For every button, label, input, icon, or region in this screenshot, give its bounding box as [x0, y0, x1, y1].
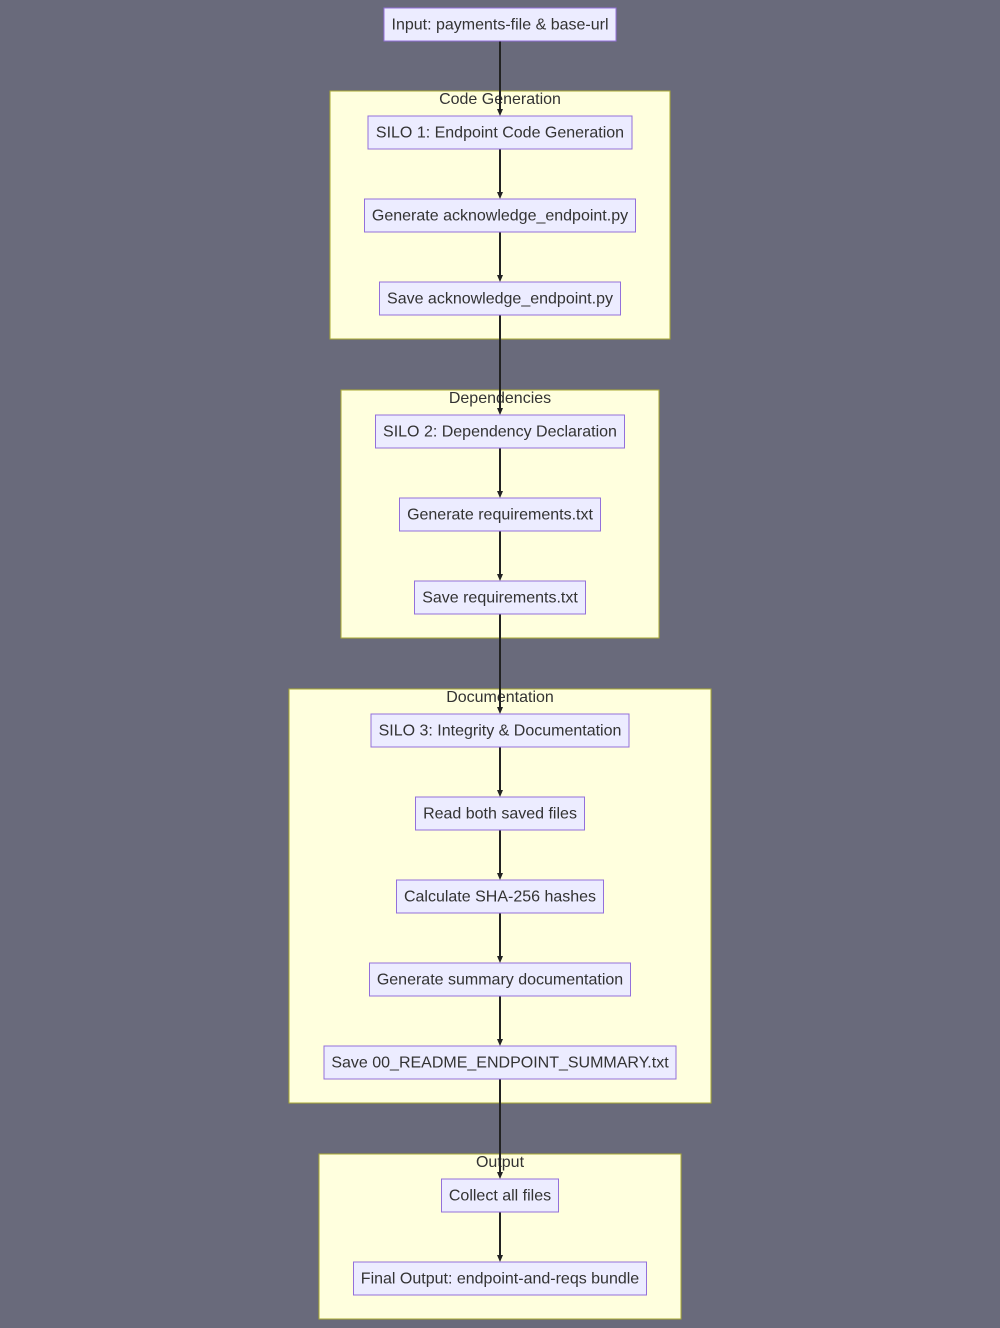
arrowhead-icon	[497, 192, 503, 199]
node-box	[367, 115, 633, 150]
flow-node-save-requirements-txt: Save requirements.txt	[414, 580, 586, 615]
flow-node-silo-3-integrity-documentation: SILO 3: Integrity & Documentation	[370, 713, 630, 748]
flow-node-generate-summary-documentation: Generate summary documentation	[369, 962, 631, 997]
flow-node-generate-acknowledge-endpoint-py: Generate acknowledge_endpoint.py	[364, 198, 636, 233]
flow-arrow	[497, 996, 503, 1046]
node-label: Read both saved files	[423, 806, 577, 823]
node-label: Generate requirements.txt	[407, 507, 593, 524]
node-label: Generate acknowledge_endpoint.py	[372, 208, 628, 225]
arrowhead-icon	[497, 1172, 503, 1179]
node-label: Save 00_README_ENDPOINT_SUMMARY.txt	[331, 1055, 669, 1072]
flow-node-read-both-saved-files: Read both saved files	[415, 796, 585, 831]
node-label: SILO 3: Integrity & Documentation	[379, 723, 622, 740]
flow-node-generate-requirements-txt: Generate requirements.txt	[399, 497, 601, 532]
node-box	[414, 580, 586, 615]
flow-arrow	[497, 531, 503, 581]
arrowhead-icon	[497, 109, 503, 116]
flow-arrow	[497, 913, 503, 963]
node-box	[353, 1261, 647, 1296]
flow-arrow	[497, 830, 503, 880]
arrowhead-icon	[497, 873, 503, 880]
flow-node-save-acknowledge-endpoint-py: Save acknowledge_endpoint.py	[379, 281, 621, 316]
node-label: SILO 1: Endpoint Code Generation	[376, 125, 624, 142]
flow-node-collect-all-files: Collect all files	[441, 1178, 559, 1213]
flow-arrow	[497, 315, 503, 415]
flow-node-calculate-sha-256-hashes: Calculate SHA-256 hashes	[396, 879, 604, 914]
node-box	[441, 1178, 559, 1213]
node-box	[383, 7, 617, 42]
flow-arrow	[497, 1079, 503, 1179]
arrowhead-icon	[497, 574, 503, 581]
flow-arrow	[497, 1212, 503, 1262]
node-label: Save acknowledge_endpoint.py	[387, 291, 613, 308]
flow-node-silo-2-dependency-declaration: SILO 2: Dependency Declaration	[375, 414, 625, 449]
flow-node-input-payments-file-base-url: Input: payments-file & base-url	[383, 7, 617, 42]
flow-node-silo-1-endpoint-code-generation: SILO 1: Endpoint Code Generation	[367, 115, 633, 150]
node-box	[323, 1045, 677, 1080]
node-box	[375, 414, 625, 449]
node-label: Save requirements.txt	[422, 590, 578, 607]
flow-arrow	[497, 232, 503, 282]
node-box	[415, 796, 585, 831]
node-label: Generate summary documentation	[377, 972, 623, 989]
node-box	[370, 713, 630, 748]
flow-arrow	[497, 747, 503, 797]
node-label: Final Output: endpoint-and-reqs bundle	[361, 1271, 640, 1288]
flow-arrow	[497, 614, 503, 714]
node-label: SILO 2: Dependency Declaration	[383, 424, 617, 441]
flow-arrow	[497, 41, 503, 116]
flow-node-final-output-endpoint-and-reqs-bundle: Final Output: endpoint-and-reqs bundle	[353, 1261, 647, 1296]
flow-arrow	[497, 149, 503, 199]
node-label: Input: payments-file & base-url	[392, 17, 609, 34]
arrowhead-icon	[497, 408, 503, 415]
flow-node-save-00-readme-endpoint-summary-txt: Save 00_README_ENDPOINT_SUMMARY.txt	[323, 1045, 677, 1080]
node-box	[396, 879, 604, 914]
arrowhead-icon	[497, 707, 503, 714]
flow-arrow	[497, 448, 503, 498]
arrowhead-icon	[497, 491, 503, 498]
arrowhead-icon	[497, 1039, 503, 1046]
node-label: Calculate SHA-256 hashes	[404, 889, 596, 906]
node-label: Collect all files	[449, 1188, 551, 1205]
node-box	[364, 198, 636, 233]
node-box	[399, 497, 601, 532]
arrowhead-icon	[497, 790, 503, 797]
arrowhead-icon	[497, 1255, 503, 1262]
node-box	[369, 962, 631, 997]
arrowhead-icon	[497, 275, 503, 282]
node-box	[379, 281, 621, 316]
arrowhead-icon	[497, 956, 503, 963]
